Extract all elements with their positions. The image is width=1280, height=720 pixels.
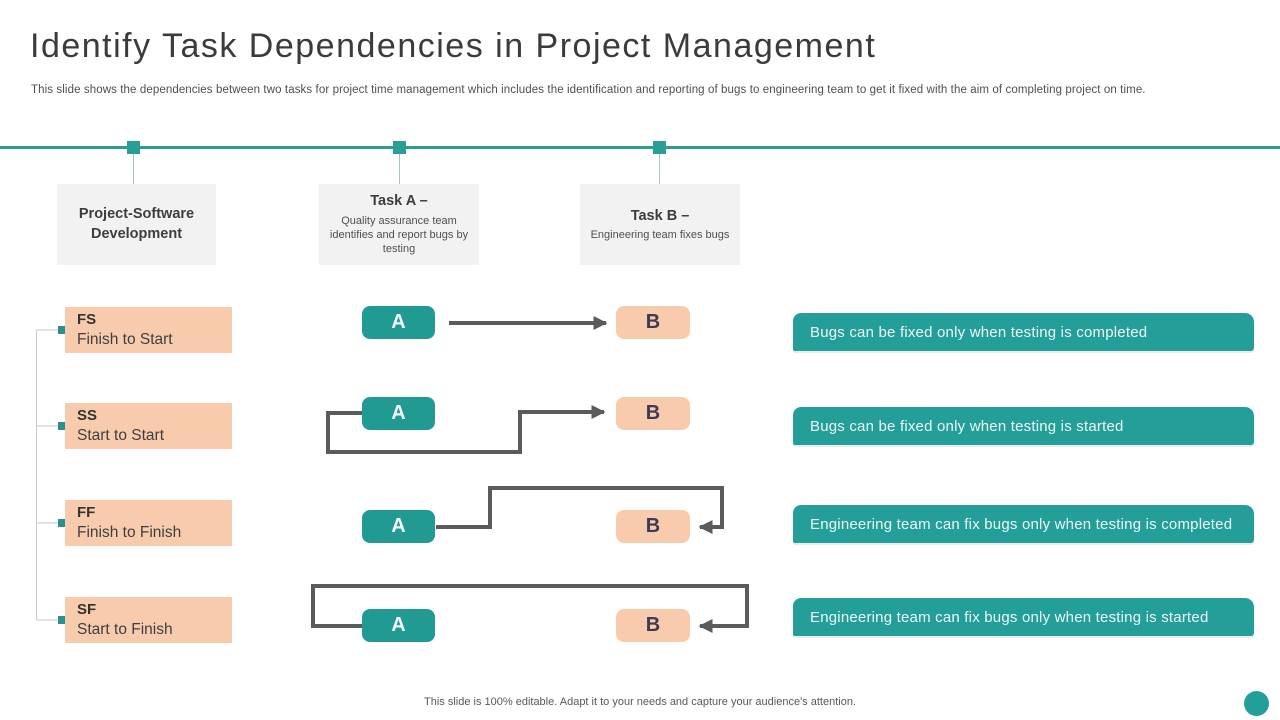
timeline-tick-project xyxy=(127,141,140,154)
row-ss-task-a-node: A xyxy=(362,397,435,430)
column-header-description: Quality assurance team identifies and re… xyxy=(329,214,469,256)
row-ff-label: FF Finish to Finish xyxy=(65,500,232,546)
bracket-node-ss xyxy=(58,422,66,430)
column-header-title: Project-Software Development xyxy=(78,205,195,242)
row-fs-task-b-node: B xyxy=(616,306,690,339)
timeline-rule xyxy=(0,146,1280,149)
column-header-title: Task A – xyxy=(370,193,428,210)
row-sf-task-b-node: B xyxy=(616,609,690,642)
row-sf-description-bar: Engineering team can fix bugs only when … xyxy=(793,598,1254,636)
row-fs-task-a-node: A xyxy=(362,306,435,339)
timeline-connector-task-b xyxy=(659,154,660,184)
timeline-connector-project xyxy=(133,154,134,184)
row-fs-label: FS Finish to Start xyxy=(65,307,232,353)
row-sf-label: SF Start to Finish xyxy=(65,597,232,643)
timeline-tick-task-a xyxy=(393,141,406,154)
dependency-code: FF xyxy=(77,504,96,521)
column-header-task-a: Task A – Quality assurance team identifi… xyxy=(319,184,479,265)
column-header-task-b: Task B – Engineering team fixes bugs xyxy=(580,184,740,265)
dependency-code: SF xyxy=(77,601,97,618)
dependency-name: Finish to Finish xyxy=(77,523,182,541)
bracket-node-ff xyxy=(58,519,66,527)
label-bracket xyxy=(36,329,58,621)
slide-subtitle: This slide shows the dependencies betwee… xyxy=(31,84,1146,96)
row-fs-description-bar: Bugs can be fixed only when testing is c… xyxy=(793,313,1254,351)
timeline-connector-task-a xyxy=(399,154,400,184)
corner-dot-decoration xyxy=(1244,691,1269,716)
row-ff-task-b-node: B xyxy=(616,510,690,543)
row-ss-task-b-node: B xyxy=(616,397,690,430)
column-header-title: Task B – xyxy=(630,207,690,224)
bracket-node-fs xyxy=(58,326,66,334)
row-ss-label: SS Start to Start xyxy=(65,403,232,449)
dependency-name: Start to Finish xyxy=(77,620,173,638)
column-header-description: Engineering team fixes bugs xyxy=(590,229,730,242)
timeline-tick-task-b xyxy=(653,141,666,154)
dependency-name: Finish to Start xyxy=(77,330,173,348)
page-title: Identify Task Dependencies in Project Ma… xyxy=(30,27,877,65)
dependency-name: Start to Start xyxy=(77,426,165,444)
row-ff-task-a-node: A xyxy=(362,510,435,543)
row-ss-description-bar: Bugs can be fixed only when testing is s… xyxy=(793,407,1254,445)
dependency-code: SS xyxy=(77,407,98,424)
row-sf-task-a-node: A xyxy=(362,609,435,642)
dependency-code: FS xyxy=(77,311,97,328)
bracket-node-sf xyxy=(58,616,66,624)
column-header-project: Project-Software Development xyxy=(57,184,216,265)
row-ff-description-bar: Engineering team can fix bugs only when … xyxy=(793,505,1254,543)
editable-note: This slide is 100% editable. Adapt it to… xyxy=(424,696,856,708)
